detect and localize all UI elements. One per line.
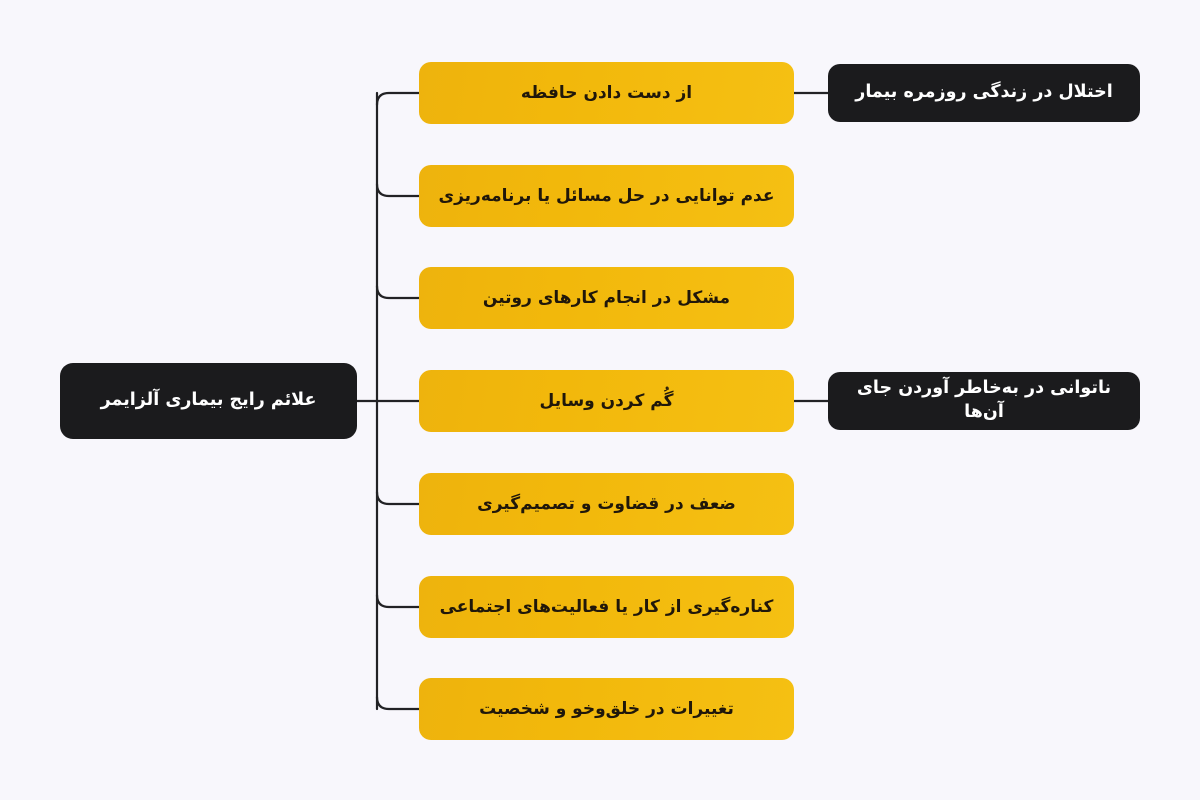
branch-node-judgment[interactable]: ضعف در قضاوت و تصمیم‌گیری bbox=[419, 473, 794, 535]
branch-node-losing-items[interactable]: گُم کردن وسایل bbox=[419, 370, 794, 432]
branch-node-social-withdrawal[interactable]: کناره‌گیری از کار یا فعالیت‌های اجتماعی bbox=[419, 576, 794, 638]
connector-trunk-to-branch-1 bbox=[375, 182, 421, 198]
branch-node-mood-personality[interactable]: تغییرات در خلق‌وخو و شخصیت bbox=[419, 678, 794, 740]
detail-node-cannot-recall-location[interactable]: ناتوانی در به‌خاطر آوردن جای آن‌ها bbox=[828, 372, 1140, 430]
connector-trunk-to-branch-2 bbox=[375, 284, 421, 300]
connector-trunk-to-branch-6 bbox=[375, 695, 421, 711]
branch-node-problem-solving[interactable]: عدم توانایی در حل مسائل یا برنامه‌ریزی bbox=[419, 165, 794, 227]
root-node[interactable]: علائم رایج بیماری آلزایمر bbox=[60, 363, 357, 439]
connector-trunk-to-branch-4 bbox=[375, 490, 421, 506]
connector-trunk-to-branch-5 bbox=[375, 593, 421, 609]
connector-trunk-to-branch-0 bbox=[375, 91, 421, 107]
branch-node-memory-loss[interactable]: از دست دادن حافظه bbox=[419, 62, 794, 124]
branch-node-routine-tasks[interactable]: مشکل در انجام کارهای روتین bbox=[419, 267, 794, 329]
detail-node-daily-life-disruption[interactable]: اختلال در زندگی روزمره بیمار bbox=[828, 64, 1140, 122]
